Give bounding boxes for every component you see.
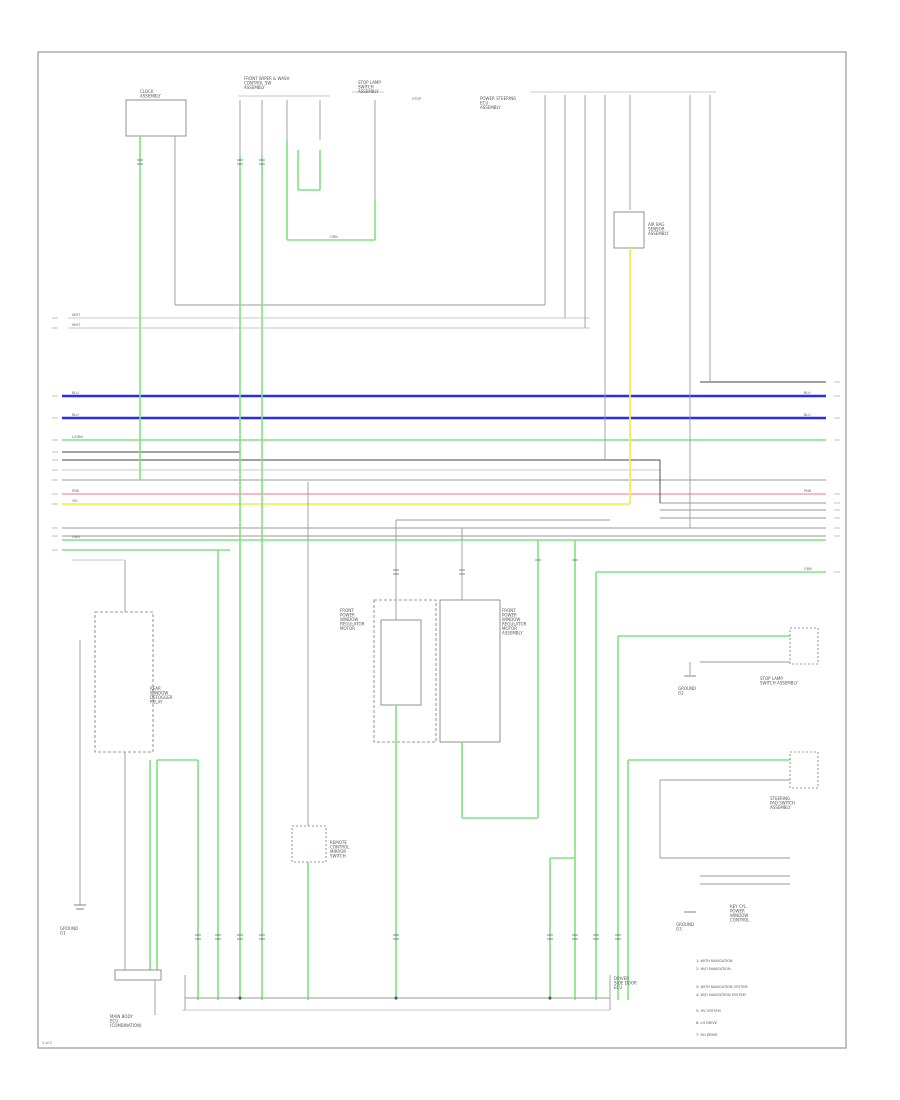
wire-tag: WHT xyxy=(72,313,81,317)
legend-item: 5: HV SYSTEM xyxy=(696,1009,721,1013)
wire-tag: GRN xyxy=(330,235,338,239)
wire-tag: BLU xyxy=(804,413,811,417)
wire-tag: GRN xyxy=(72,535,80,539)
wire-tag: WHT xyxy=(72,323,81,327)
stop-lamp-note: STOP xyxy=(412,97,421,101)
diagram-frame xyxy=(37,51,847,1049)
wire-tag: L/GRN xyxy=(72,435,83,439)
horizontal-bus-wires xyxy=(62,317,826,573)
legend-item: 2: W/O NAVIGATION xyxy=(696,967,731,971)
wire-tag: GRN xyxy=(804,567,812,571)
clock-assembly-box xyxy=(125,99,187,137)
legend-item: 3: WITH NAVIGATION SYSTEM xyxy=(696,985,748,989)
legend-item: 1: WITH NAVIGATION xyxy=(696,959,733,963)
connector-marks xyxy=(137,159,621,940)
air-bag-sensor-box xyxy=(613,211,645,249)
legend-item: 6: LH DRIVE xyxy=(696,1021,717,1025)
wire-tag: PNK xyxy=(804,489,812,493)
left-terminal-ticks xyxy=(52,317,58,551)
wire-tag: BLU xyxy=(804,391,811,395)
bottom-ground-bus xyxy=(182,975,611,1011)
wire-tags: WHT WHT BLU BLU L/GRN PNK YEL GRN BLU BL… xyxy=(72,235,812,571)
legend-item: 7: RH DRIVE xyxy=(696,1033,717,1037)
wire-tag: PNK xyxy=(72,489,80,493)
wire-tag: BLU xyxy=(72,413,79,417)
wire-tag: BLU xyxy=(72,391,79,395)
legend-item: 4: W/O NAVIGATION SYSTEM xyxy=(696,993,746,997)
legend: 1: WITH NAVIGATION 2: W/O NAVIGATION 3: … xyxy=(696,959,748,1037)
wire-tag: YEL xyxy=(72,499,78,503)
page-ref: 2 of 2 xyxy=(42,1041,52,1045)
right-terminal-ticks xyxy=(834,381,840,573)
